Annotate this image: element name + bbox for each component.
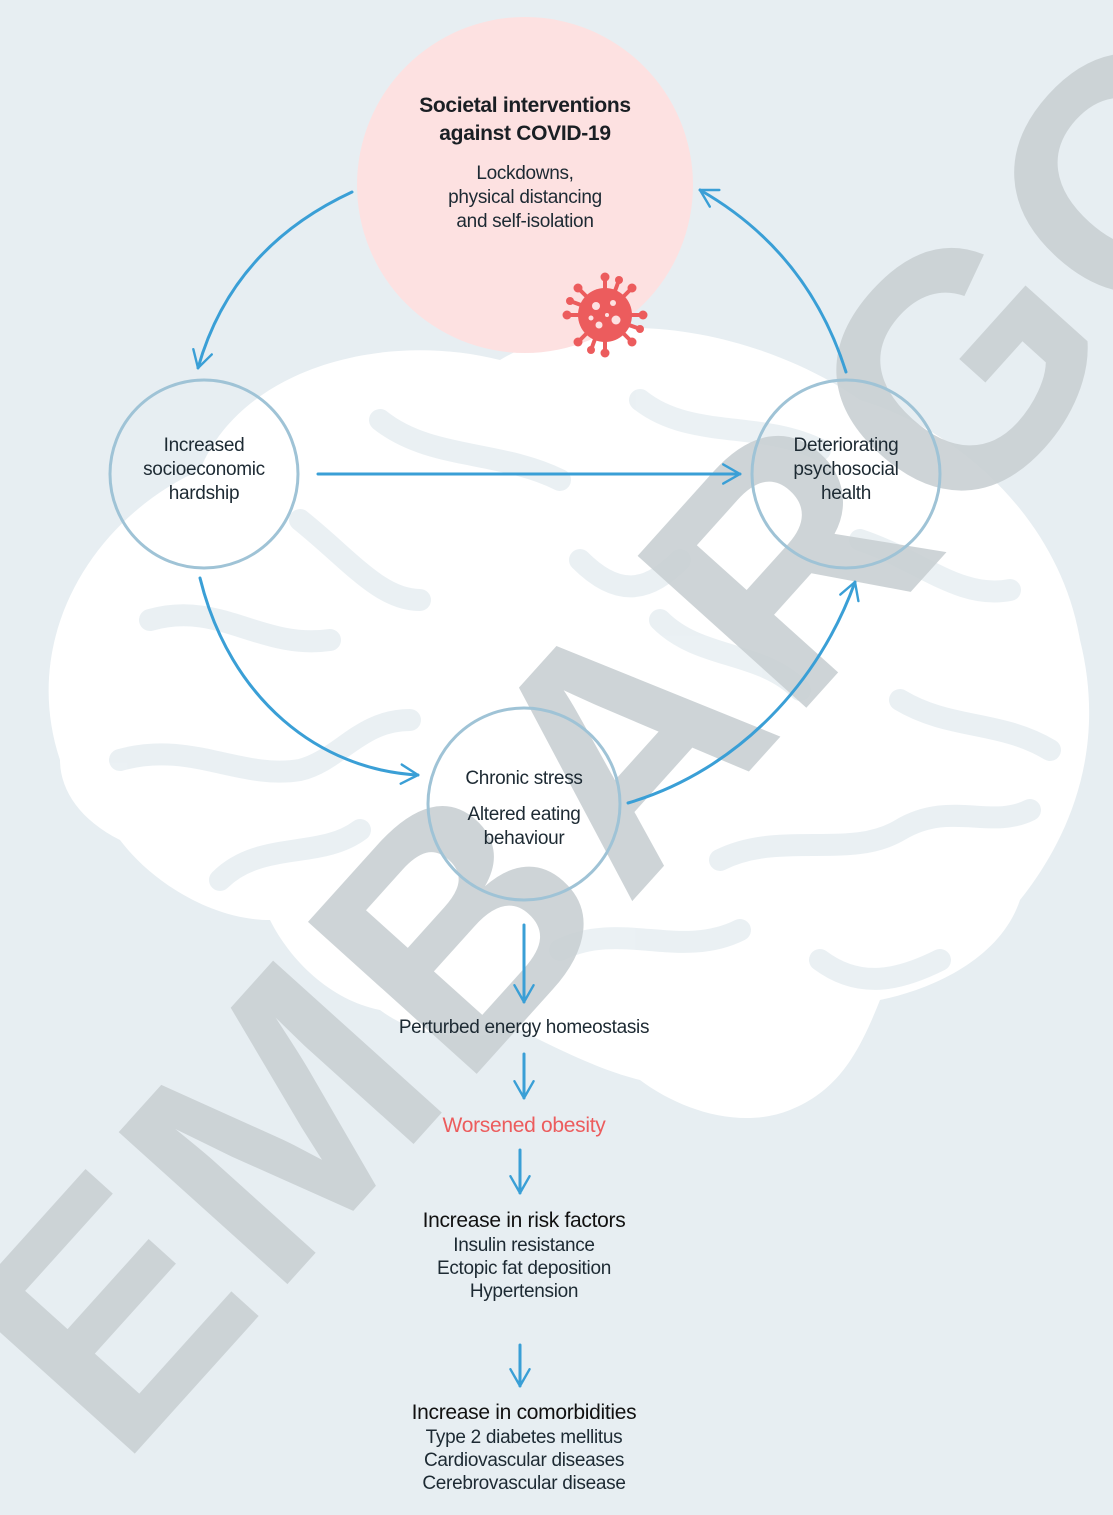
comorbidity-item: Cerebrovascular disease [422,1473,626,1494]
stress-line1: Chronic stress [465,768,583,789]
arrow-interventions-to-hardship [192,190,354,370]
comorbidities-block: Increase in comorbidities Type 2 diabete… [324,1400,724,1495]
chronic-stress-label: Chronic stress Altered eating behaviour [434,767,614,851]
interventions-line3: and self-isolation [456,211,594,232]
psychosocial-health-label: Deteriorating psychosocial health [756,434,936,506]
worsened-obesity-label: Worsened obesity [442,1114,606,1137]
psychosocial-line1: Deteriorating [793,435,899,456]
stress-line3: behaviour [483,828,565,849]
arrow-hardship-to-stress [198,576,420,785]
risk-factors-heading: Increase in risk factors [422,1209,626,1232]
socioeconomic-hardship-label: Increased socioeconomic hardship [114,434,294,506]
risk-factor-item: Hypertension [469,1281,579,1302]
hardship-line2: socioeconomic [143,459,265,480]
hardship-line1: Increased [163,435,245,456]
psychosocial-health-node [750,378,942,570]
socioeconomic-hardship-node [108,378,300,570]
virus-icon [562,272,648,358]
chronic-stress-node [426,706,622,902]
interventions-line2: physical distancing [448,187,602,208]
risk-factors-block: Increase in risk factors Insulin resista… [324,1208,724,1303]
comorbidities-heading: Increase in comorbidities [411,1401,637,1424]
comorbidity-item: Cardiovascular diseases [423,1450,625,1471]
interventions-line1: Lockdowns, [476,163,574,184]
energy-homeostasis-label: Perturbed energy homeostasis [398,1017,650,1038]
comorbidity-item: Type 2 diabetes mellitus [425,1427,623,1448]
covid-interventions-label: Societal interventions against COVID-19 … [345,92,705,234]
arrow-stress-to-psychosocial [626,580,860,805]
interventions-title-line1: Societal interventions [419,94,631,117]
risk-factor-item: Insulin resistance [453,1235,595,1256]
hardship-line3: hardship [168,483,240,504]
psychosocial-line2: psychosocial [793,459,899,480]
stress-line2: Altered eating [467,804,581,825]
interventions-title-line2: against COVID-19 [439,122,611,145]
arrow-psychosocial-to-interventions [698,188,848,374]
brain-silhouette [48,327,1090,1119]
risk-factor-item: Ectopic fat deposition [436,1258,611,1279]
covid-interventions-node [357,17,693,353]
psychosocial-line3: health [821,483,871,504]
